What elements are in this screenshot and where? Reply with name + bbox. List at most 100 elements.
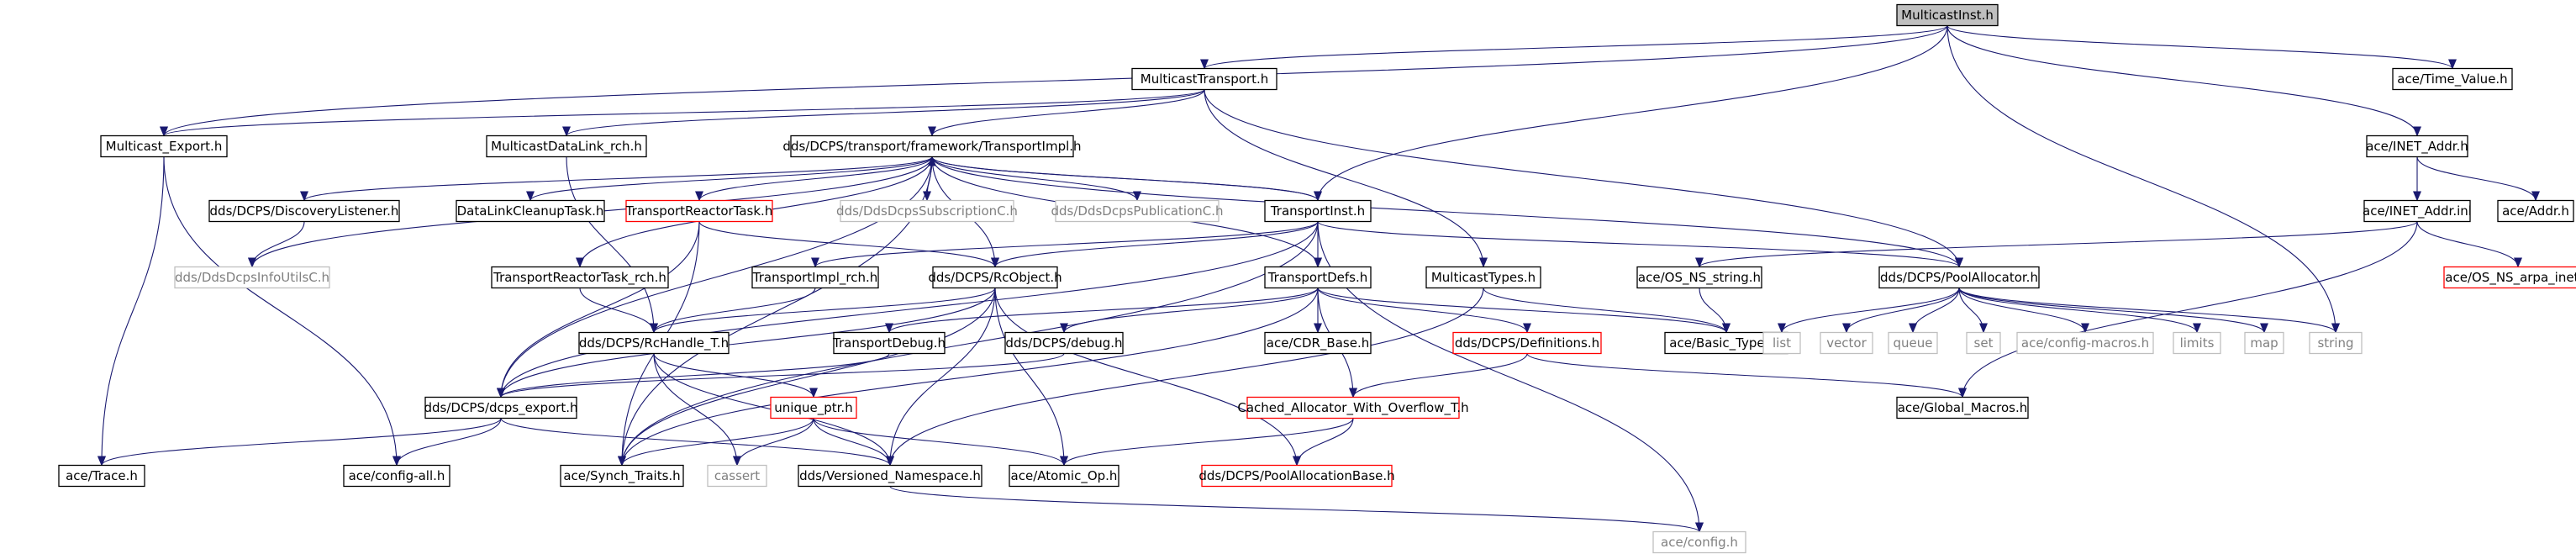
- node-multicasttypes-h[interactable]: MulticastTypes.h: [1425, 266, 1541, 289]
- node-box: [486, 135, 647, 158]
- node-list[interactable]: list: [1762, 331, 1801, 355]
- edge-rcobject-h-to-ace-atomic-op-h: [994, 288, 1068, 467]
- node-box: [625, 199, 773, 223]
- edge-transportreactortask-h-to-rcobject-h: [698, 221, 999, 268]
- node-transportreactortask-h[interactable]: TransportReactorTask.h: [625, 199, 773, 223]
- node-box: [578, 331, 730, 355]
- node-label: dds/DCPS/transport/framework/TransportIm…: [782, 139, 1081, 154]
- node-label: limits: [2180, 335, 2215, 351]
- node-label: ace/Addr.h: [2502, 203, 2569, 219]
- node-poolallocator-h[interactable]: dds/DCPS/PoolAllocator.h: [1878, 266, 2040, 289]
- node-transportdebug-h[interactable]: TransportDebug.h: [832, 331, 946, 355]
- node-transportimpl-rch-h[interactable]: TransportImpl_rch.h: [751, 266, 879, 289]
- node-box: [58, 464, 145, 488]
- node-vector[interactable]: vector: [1820, 331, 1873, 355]
- node-box: [2016, 331, 2154, 355]
- node-box: [2309, 331, 2363, 355]
- node-transportinst-h[interactable]: TransportInst.h: [1264, 199, 1372, 223]
- node-box: [2244, 331, 2284, 355]
- node-ddsdcpssubscriptionc-h[interactable]: dds/DdsDcpsSubscriptionC.h: [836, 199, 1018, 223]
- node-box: [1762, 331, 1801, 355]
- node-poolallocationbase-h[interactable]: dds/DCPS/PoolAllocationBase.h: [1198, 464, 1395, 488]
- node-label: MulticastTransport.h: [1140, 71, 1268, 87]
- node-label: MulticastTypes.h: [1431, 270, 1536, 285]
- edge-cached-allocator-h-to-ace-atomic-op-h: [1060, 418, 1354, 467]
- node-rcobject-h[interactable]: dds/DCPS/RcObject.h: [928, 266, 1062, 289]
- edge-poolallocator-h-to-set: [1958, 288, 1988, 334]
- node-dcps-export-h[interactable]: dds/DCPS/dcps_export.h: [424, 396, 578, 419]
- edge-transportimpl-h-to-ddsdcpspublicationc-h: [931, 156, 1141, 202]
- node-box: [1636, 266, 1762, 289]
- node-queue[interactable]: queue: [1888, 331, 1938, 355]
- node-label: TransportDebug.h: [832, 335, 946, 351]
- node-multicastdatalink-rch-h[interactable]: MulticastDataLink_rch.h: [486, 135, 647, 158]
- node-box: [1246, 396, 1460, 419]
- node-label: dds/DCPS/PoolAllocationBase.h: [1198, 468, 1394, 483]
- node-ace-cdr-base-h[interactable]: ace/CDR_Base.h: [1264, 331, 1372, 355]
- node-label: DataLinkCleanupTask.h: [457, 203, 604, 219]
- node-ace-trace-h[interactable]: ace/Trace.h: [58, 464, 145, 488]
- node-transportimpl-h[interactable]: dds/DCPS/transport/framework/TransportIm…: [782, 135, 1082, 158]
- node-ace-config-macros-h[interactable]: ace/config-macros.h: [2016, 331, 2154, 355]
- node-discoverylistener-h[interactable]: dds/DCPS/DiscoveryListener.h: [208, 199, 400, 223]
- node-map[interactable]: map: [2244, 331, 2284, 355]
- node-box: [707, 464, 767, 488]
- node-label: TransportReactorTask.h: [625, 203, 773, 219]
- node-multicast-export-h[interactable]: Multicast_Export.h: [100, 135, 228, 158]
- node-datalinkcleanuptask-h[interactable]: DataLinkCleanupTask.h: [456, 199, 605, 223]
- node-ace-inet-addr-h[interactable]: ace/INET_Addr.h: [2366, 135, 2468, 158]
- node-box: [1264, 199, 1372, 223]
- node-ddsdcpspublicationc-h[interactable]: dds/DdsDcpsPublicationC.h: [1051, 199, 1224, 223]
- node-box: [491, 266, 669, 289]
- node-string[interactable]: string: [2309, 331, 2363, 355]
- node-ace-time-value-h[interactable]: ace/Time_Value.h: [2392, 67, 2513, 91]
- node-label: dds/DdsDcpsPublicationC.h: [1051, 203, 1224, 219]
- node-transportreactortask-rch-h[interactable]: TransportReactorTask_rch.h: [491, 266, 669, 289]
- node-multicastinst-h[interactable]: MulticastInst.h: [1896, 3, 1999, 27]
- edge-transportdefs-h-to-transportdebug-h: [885, 288, 1319, 334]
- node-ace-os-ns-string-h[interactable]: ace/OS_NS_string.h: [1636, 266, 1762, 289]
- node-limits[interactable]: limits: [2173, 331, 2221, 355]
- node-ace-global-macros-h[interactable]: ace/Global_Macros.h: [1896, 396, 2029, 419]
- node-unique-ptr-h[interactable]: unique_ptr.h: [770, 396, 857, 419]
- node-ace-os-ns-arpa-inet-h[interactable]: ace/OS_NS_arpa_inet.h: [2443, 266, 2576, 289]
- node-ace-synch-traits-h[interactable]: ace/Synch_Traits.h: [560, 464, 684, 488]
- node-box: [840, 199, 1014, 223]
- edge-transportimpl-h-to-poolallocator-h: [931, 156, 1963, 268]
- node-box: [1264, 331, 1372, 355]
- node-cassert[interactable]: cassert: [707, 464, 767, 488]
- node-transportdefs-h[interactable]: TransportDefs.h: [1264, 266, 1372, 289]
- node-box: [2392, 67, 2513, 91]
- node-set[interactable]: set: [1966, 331, 2001, 355]
- node-rchandle-t-h[interactable]: dds/DCPS/RcHandle_T.h: [578, 331, 730, 355]
- node-ace-atomic-op-h[interactable]: ace/Atomic_Op.h: [1009, 464, 1119, 488]
- node-cached-allocator-h[interactable]: Cached_Allocator_With_Overflow_T.h: [1237, 396, 1469, 419]
- node-ace-config-all-h[interactable]: ace/config-all.h: [343, 464, 450, 488]
- node-label: ace/OS_NS_arpa_inet.h: [2445, 270, 2576, 286]
- edge-rchandle-t-h-to-cassert: [653, 353, 741, 467]
- edge-transportreactortask-rch-h-to-rchandle-t-h: [579, 288, 658, 334]
- edge-ace-os-ns-string-h-to-ace-basic-types-h: [1699, 288, 1731, 334]
- node-versioned-namespace-h[interactable]: dds/Versioned_Namespace.h: [798, 464, 982, 488]
- node-label: TransportImpl_rch.h: [752, 270, 877, 286]
- edge-rcobject-h-to-poolallocationbase-h: [994, 288, 1301, 467]
- node-ddsdcpsinfoutilsc-h[interactable]: dds/DdsDcpsInfoUtilsC.h: [174, 266, 330, 289]
- node-ace-config-h[interactable]: ace/config.h: [1652, 530, 1746, 554]
- node-label: TransportDefs.h: [1267, 270, 1368, 285]
- node-label: dds/DdsDcpsInfoUtilsC.h: [175, 270, 329, 285]
- node-ace-inet-addr-inl[interactable]: ace/INET_Addr.inl: [2363, 199, 2472, 223]
- node-multicasttransport-h[interactable]: MulticastTransport.h: [1131, 67, 1277, 91]
- node-label: queue: [1894, 335, 1933, 351]
- node-ace-addr-h[interactable]: ace/Addr.h: [2497, 199, 2574, 223]
- edge-ace-inet-addr-inl-to-ace-global-macros-h: [1958, 221, 2418, 398]
- edge-rcobject-h-to-dcps-export-h: [497, 288, 996, 398]
- edge-transportinst-h-to-transportimpl-rch-h: [811, 221, 1319, 268]
- node-debug-h[interactable]: dds/DCPS/debug.h: [1004, 331, 1124, 355]
- edge-transportdefs-h-to-debug-h: [1060, 288, 1319, 334]
- edge-rchandle-t-h-to-unique-ptr-h: [653, 353, 818, 398]
- node-definitions-h[interactable]: dds/DCPS/Definitions.h: [1452, 331, 1602, 355]
- node-label: ace/config.h: [1661, 535, 1738, 550]
- node-label: list: [1773, 335, 1791, 351]
- node-box: [1425, 266, 1541, 289]
- edge-multicastinst-h-to-multicasttransport-h: [1200, 25, 1948, 70]
